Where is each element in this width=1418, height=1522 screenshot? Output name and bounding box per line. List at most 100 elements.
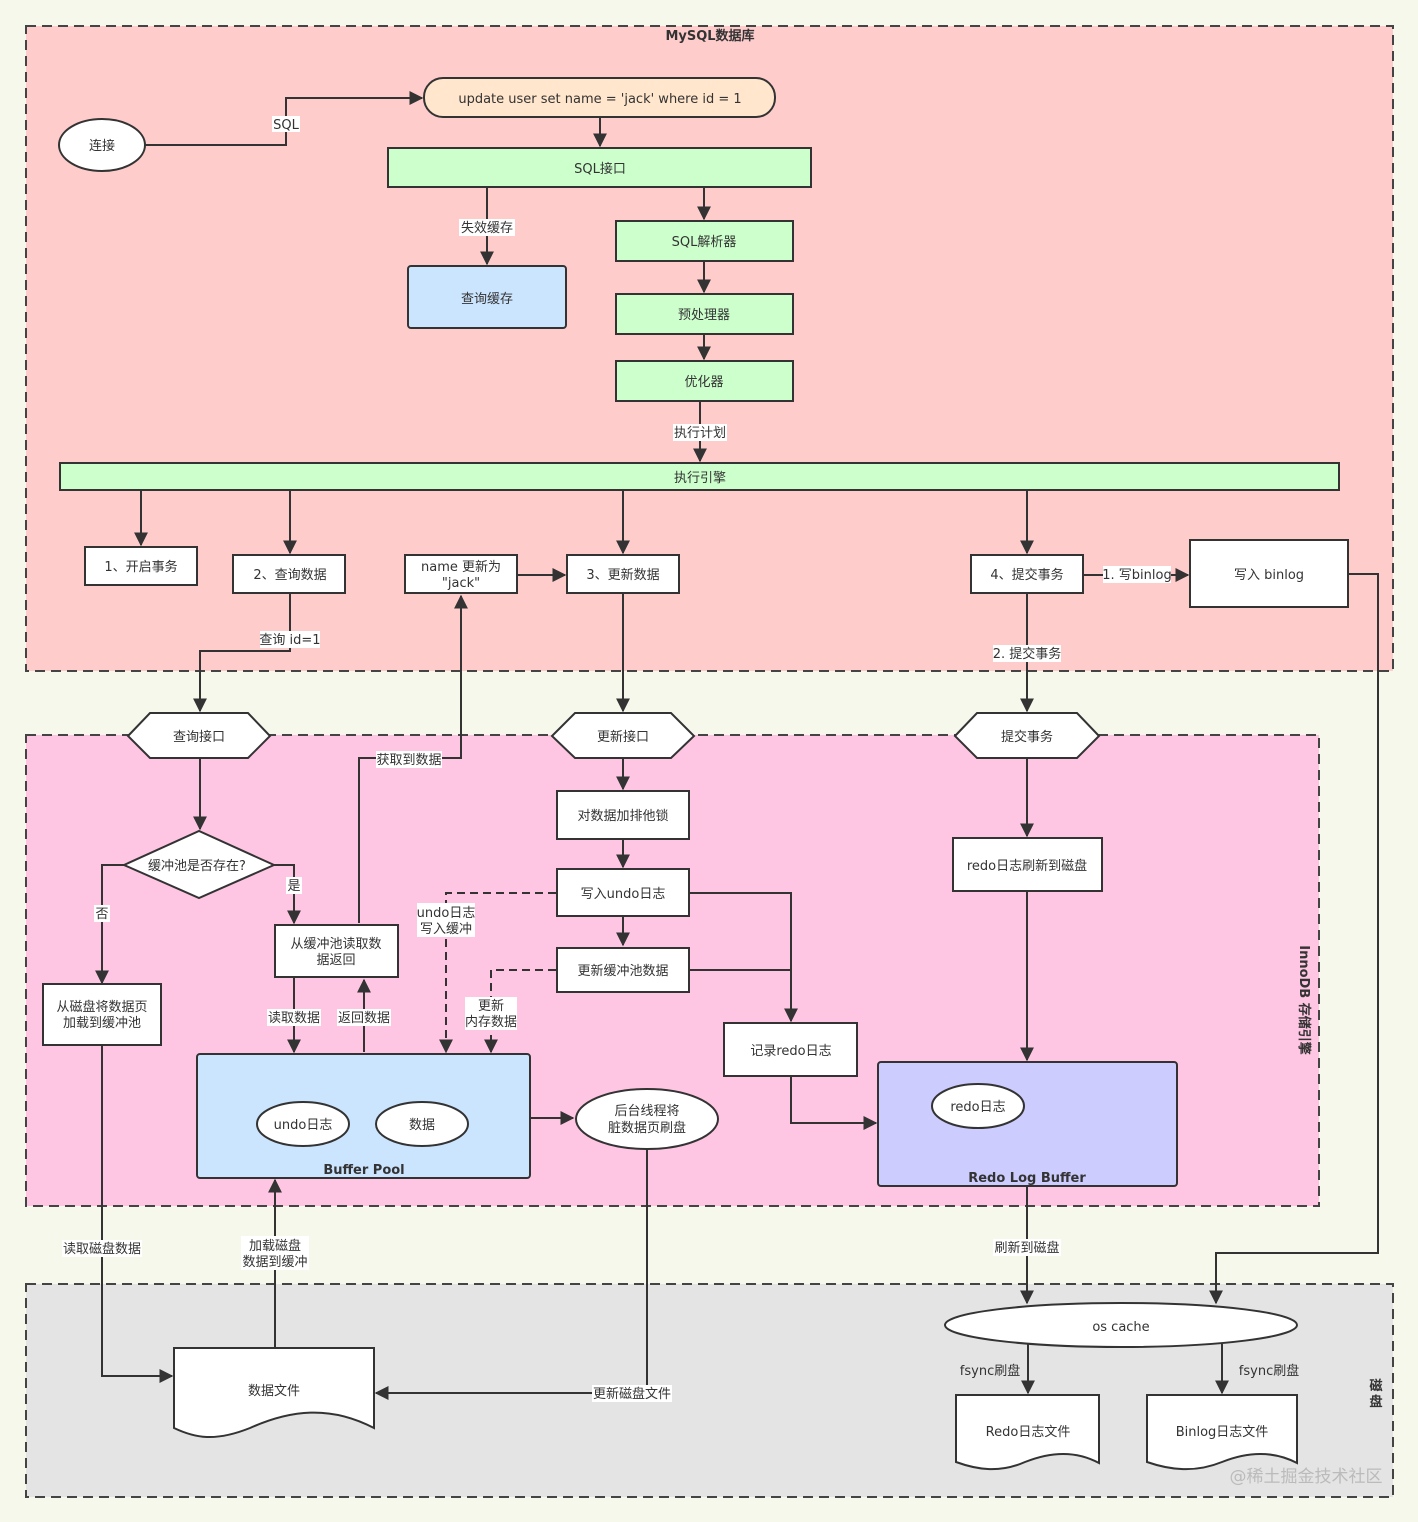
edge-label-load-disk-2: 数据到缓冲 <box>242 1255 307 1270</box>
edge-undo-to-buffer <box>439 892 556 1054</box>
redo-flush-node <box>952 837 1103 892</box>
update-interface-node <box>550 712 696 759</box>
record-redo-label: 记录redo日志 <box>750 1044 831 1059</box>
undo-log-ellipse <box>256 1101 350 1147</box>
executor-node <box>59 462 1340 491</box>
sql-parser-label: SQL解析器 <box>672 235 737 250</box>
commit-interface-label: 提交事务 <box>1001 729 1053 745</box>
edge-label-sql: SQL <box>273 118 299 133</box>
update-buffer-label: 更新缓冲池数据 <box>577 963 668 979</box>
commit-interface-node <box>953 712 1101 759</box>
load-from-disk-label-1: 从磁盘将数据页 <box>56 999 147 1015</box>
write-undo-label: 写入undo日志 <box>581 887 666 902</box>
background-thread-label-2: 脏数据页刷盘 <box>608 1120 686 1136</box>
exclusive-lock-node <box>556 790 690 840</box>
redo-flush-label: redo日志刷新到磁盘 <box>967 858 1087 874</box>
name-update-label-2: "jack" <box>442 576 480 591</box>
optimizer-label: 优化器 <box>684 375 723 390</box>
exclusive-lock-label: 对数据加排他锁 <box>577 808 668 824</box>
step1-node <box>84 546 198 586</box>
edge-yes <box>274 864 301 925</box>
buffer-pool-node <box>196 1053 531 1179</box>
edge-redo-to-buffer <box>790 1076 878 1130</box>
redo-log-buffer-node <box>877 1061 1178 1187</box>
read-from-buffer-label-1: 从缓冲池读取数 <box>290 937 381 952</box>
step1-label: 1、开启事务 <box>104 559 177 575</box>
edge-label-update-disk-file: 更新磁盘文件 <box>593 1386 671 1402</box>
redo-log-buffer-label: Redo Log Buffer <box>968 1171 1086 1186</box>
step2-label: 2、查询数据 <box>253 568 326 583</box>
query-cache-label: 查询缓存 <box>461 292 513 307</box>
edge-label-read-disk: 读取磁盘数据 <box>63 1241 141 1257</box>
preprocessor-node <box>615 293 794 335</box>
disk-zone-title-2: 盘 <box>1369 1394 1382 1410</box>
os-cache-node <box>944 1302 1298 1348</box>
disk-zone-title-1: 磁 <box>1369 1378 1382 1394</box>
write-binlog-label: 写入 binlog <box>1234 568 1304 583</box>
edge-label-got-data: 获取到数据 <box>376 753 441 768</box>
watermark: @稀土掘金技术社区 <box>1230 1467 1383 1487</box>
innodb-zone-title: InnoDB 存储引擎 <box>1296 945 1312 1055</box>
edge-label-invalidate-cache: 失效缓存 <box>461 221 513 236</box>
edge-no <box>95 864 124 985</box>
step3-label: 3、更新数据 <box>586 567 659 583</box>
step3-node <box>566 554 680 594</box>
redo-file-node <box>955 1394 1100 1471</box>
write-undo-node <box>556 868 690 917</box>
connect-label: 连接 <box>89 138 115 154</box>
sql-parser-node <box>615 220 794 262</box>
edge-label-update-memory-2: 内存数据 <box>465 1014 517 1030</box>
sql-interface-node <box>387 147 812 188</box>
step4-label: 4、提交事务 <box>990 567 1063 583</box>
edge-label-update-memory-1: 更新 <box>478 998 504 1014</box>
edge-undo-to-redo <box>690 892 798 1023</box>
edge-label-no: 否 <box>95 907 108 922</box>
step2-node <box>232 554 346 594</box>
read-from-buffer-node <box>274 924 399 978</box>
preprocessor-label: 预处理器 <box>678 308 730 323</box>
os-cache-label: os cache <box>1092 1320 1149 1335</box>
edge-label-undo-1: undo日志 <box>417 906 476 921</box>
edge-label-commit: 2. 提交事务 <box>993 646 1062 662</box>
data-ellipse <box>375 1101 469 1147</box>
name-update-node <box>404 554 518 594</box>
load-from-disk-label-2: 加载到缓冲池 <box>63 1016 141 1031</box>
undo-log-label: undo日志 <box>274 1118 333 1133</box>
redo-log-label: redo日志 <box>950 1100 1005 1115</box>
redo-file-label: Redo日志文件 <box>986 1425 1071 1440</box>
background-thread-label-1: 后台线程将 <box>614 1104 679 1119</box>
update-interface-label: 更新接口 <box>597 729 649 745</box>
edge-label-yes: 是 <box>287 879 300 894</box>
step4-node <box>970 554 1084 594</box>
load-from-disk-node <box>42 983 162 1046</box>
edge-label-flush-to-disk: 刷新到磁盘 <box>994 1240 1059 1256</box>
edge-label-fsync-2: fsync刷盘 <box>1239 1363 1299 1379</box>
data-file-label: 数据文件 <box>248 1384 300 1399</box>
data-file-node <box>173 1347 375 1438</box>
connect-node <box>58 118 146 172</box>
edge-label-load-disk-1: 加载磁盘 <box>249 1238 301 1254</box>
edge-label-read-data: 读取数据 <box>268 1011 320 1026</box>
binlog-file-label: Binlog日志文件 <box>1176 1425 1269 1440</box>
edge-label-undo-2: 写入缓冲 <box>420 922 472 937</box>
buffer-exists-decision <box>121 829 277 900</box>
query-interface-node <box>126 712 272 759</box>
sql-statement-label: update user set name = 'jack' where id =… <box>458 92 741 107</box>
name-update-label-1: name 更新为 <box>421 559 501 575</box>
sql-statement-node <box>423 77 776 118</box>
edge-label-query-id: 查询 id=1 <box>259 633 320 648</box>
data-label: 数据 <box>409 1118 435 1133</box>
read-from-buffer-label-2: 据返回 <box>316 953 355 968</box>
query-cache-node <box>407 265 567 329</box>
buffer-pool-label: Buffer Pool <box>323 1163 404 1178</box>
edge-query-id <box>193 594 291 713</box>
edge-label-write-binlog: 1. 写binlog <box>1102 568 1171 583</box>
binlog-file-node <box>1146 1394 1298 1471</box>
query-interface-label: 查询接口 <box>173 729 225 745</box>
write-binlog-node <box>1189 539 1349 608</box>
background-thread-node <box>575 1088 719 1150</box>
edge-read-disk <box>101 1045 174 1383</box>
redo-log-ellipse <box>931 1083 1025 1129</box>
edge-label-exec-plan: 执行计划 <box>674 426 726 441</box>
